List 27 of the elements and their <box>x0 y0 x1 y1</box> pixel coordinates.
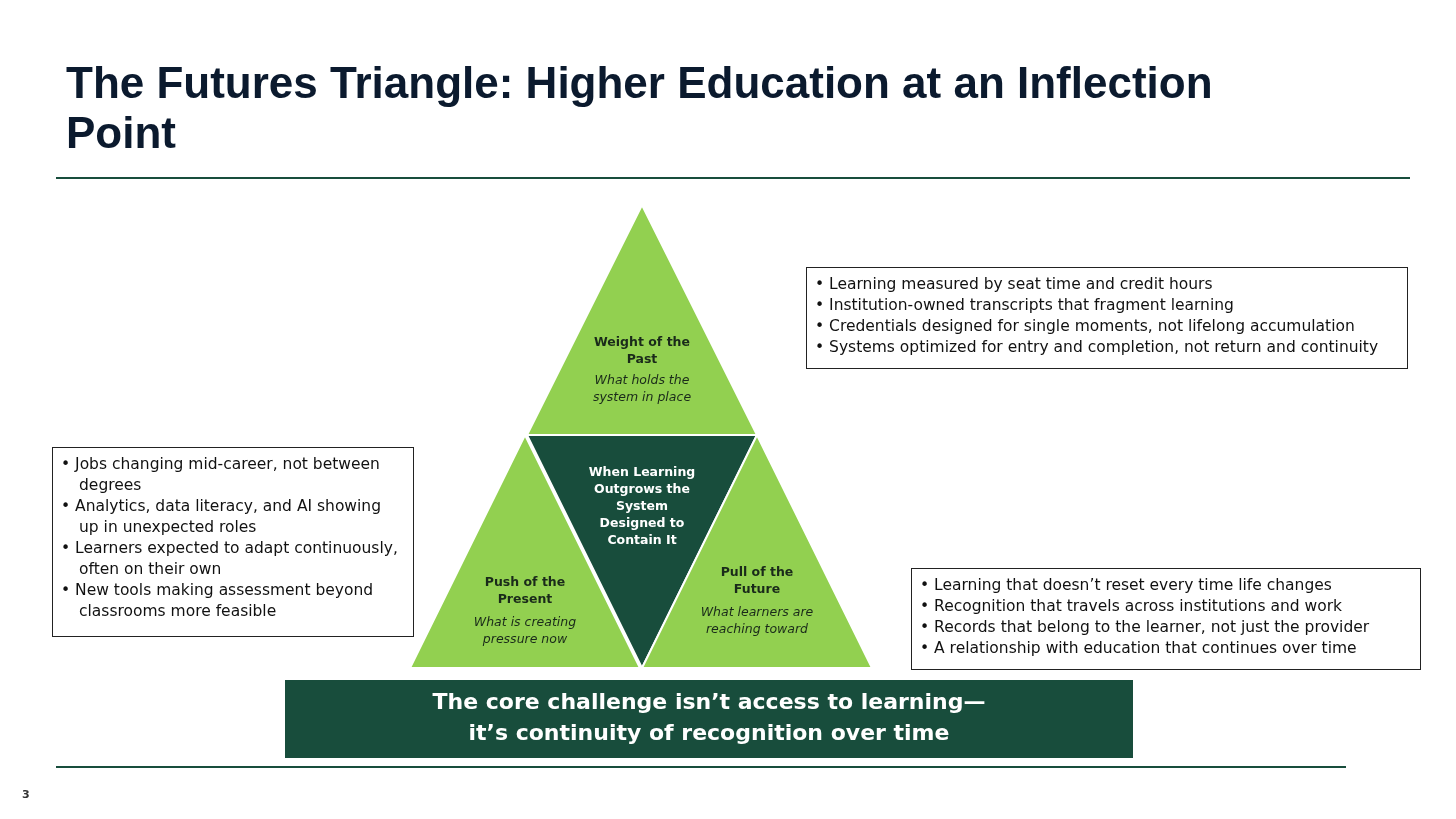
bullet-item: • A relationship with education that continues over time <box>920 638 1358 659</box>
bullet-item: • Analytics, data literacy, and AI showing up in unexpected roles <box>61 496 382 538</box>
bullet-item: • Credentials designed for single moments, not lifelong accumulation <box>815 316 1356 337</box>
bullet-item: • Recognition that travels across institutions and work <box>920 596 1344 617</box>
segment-heading: Push of the Present <box>483 573 567 607</box>
slide-number: 3 <box>22 788 30 801</box>
bullet-item: • Learning measured by seat time and credit hours <box>815 274 1214 295</box>
segment-heading: Pull of the Future <box>719 563 795 597</box>
bullet-item: • Institution-owned transcripts that fragment learning <box>815 295 1235 316</box>
bullet-item: • Jobs changing mid-career, not between degrees <box>61 454 381 496</box>
bullet-item: • Records that belong to the learner, not just the provider <box>920 617 1371 638</box>
segment-heading: Weight of the Past <box>593 333 691 367</box>
triangle-segment <box>527 205 757 435</box>
slide-title: The Futures Triangle: Higher Education at an Inflection Point <box>66 58 1214 158</box>
segment-subtitle: What holds the system in place <box>591 371 693 405</box>
segment-heading: When Learning Outgrows the System Designed to Contain It <box>587 463 697 548</box>
segment-subtitle: What learners are reaching toward <box>699 603 815 637</box>
bullet-item: • Systems optimized for entry and completion, not return and continuity <box>815 337 1380 358</box>
bullet-list-box <box>806 267 1408 369</box>
bullet-list-box <box>52 447 414 637</box>
bullet-item: • Learning that doesn’t reset every time life changes <box>920 575 1333 596</box>
banner-box <box>285 680 1133 758</box>
segment-subtitle: What is creating pressure now <box>472 613 578 647</box>
bullet-list-box <box>911 568 1421 670</box>
banner-text: The core challenge isn’t access to learning— it’s continuity of recognition over time <box>431 688 987 747</box>
bullet-item: • Learners expected to adapt continuously, often on their own <box>61 538 399 580</box>
bullet-item: • New tools making assessment beyond classrooms more feasible <box>61 580 375 622</box>
